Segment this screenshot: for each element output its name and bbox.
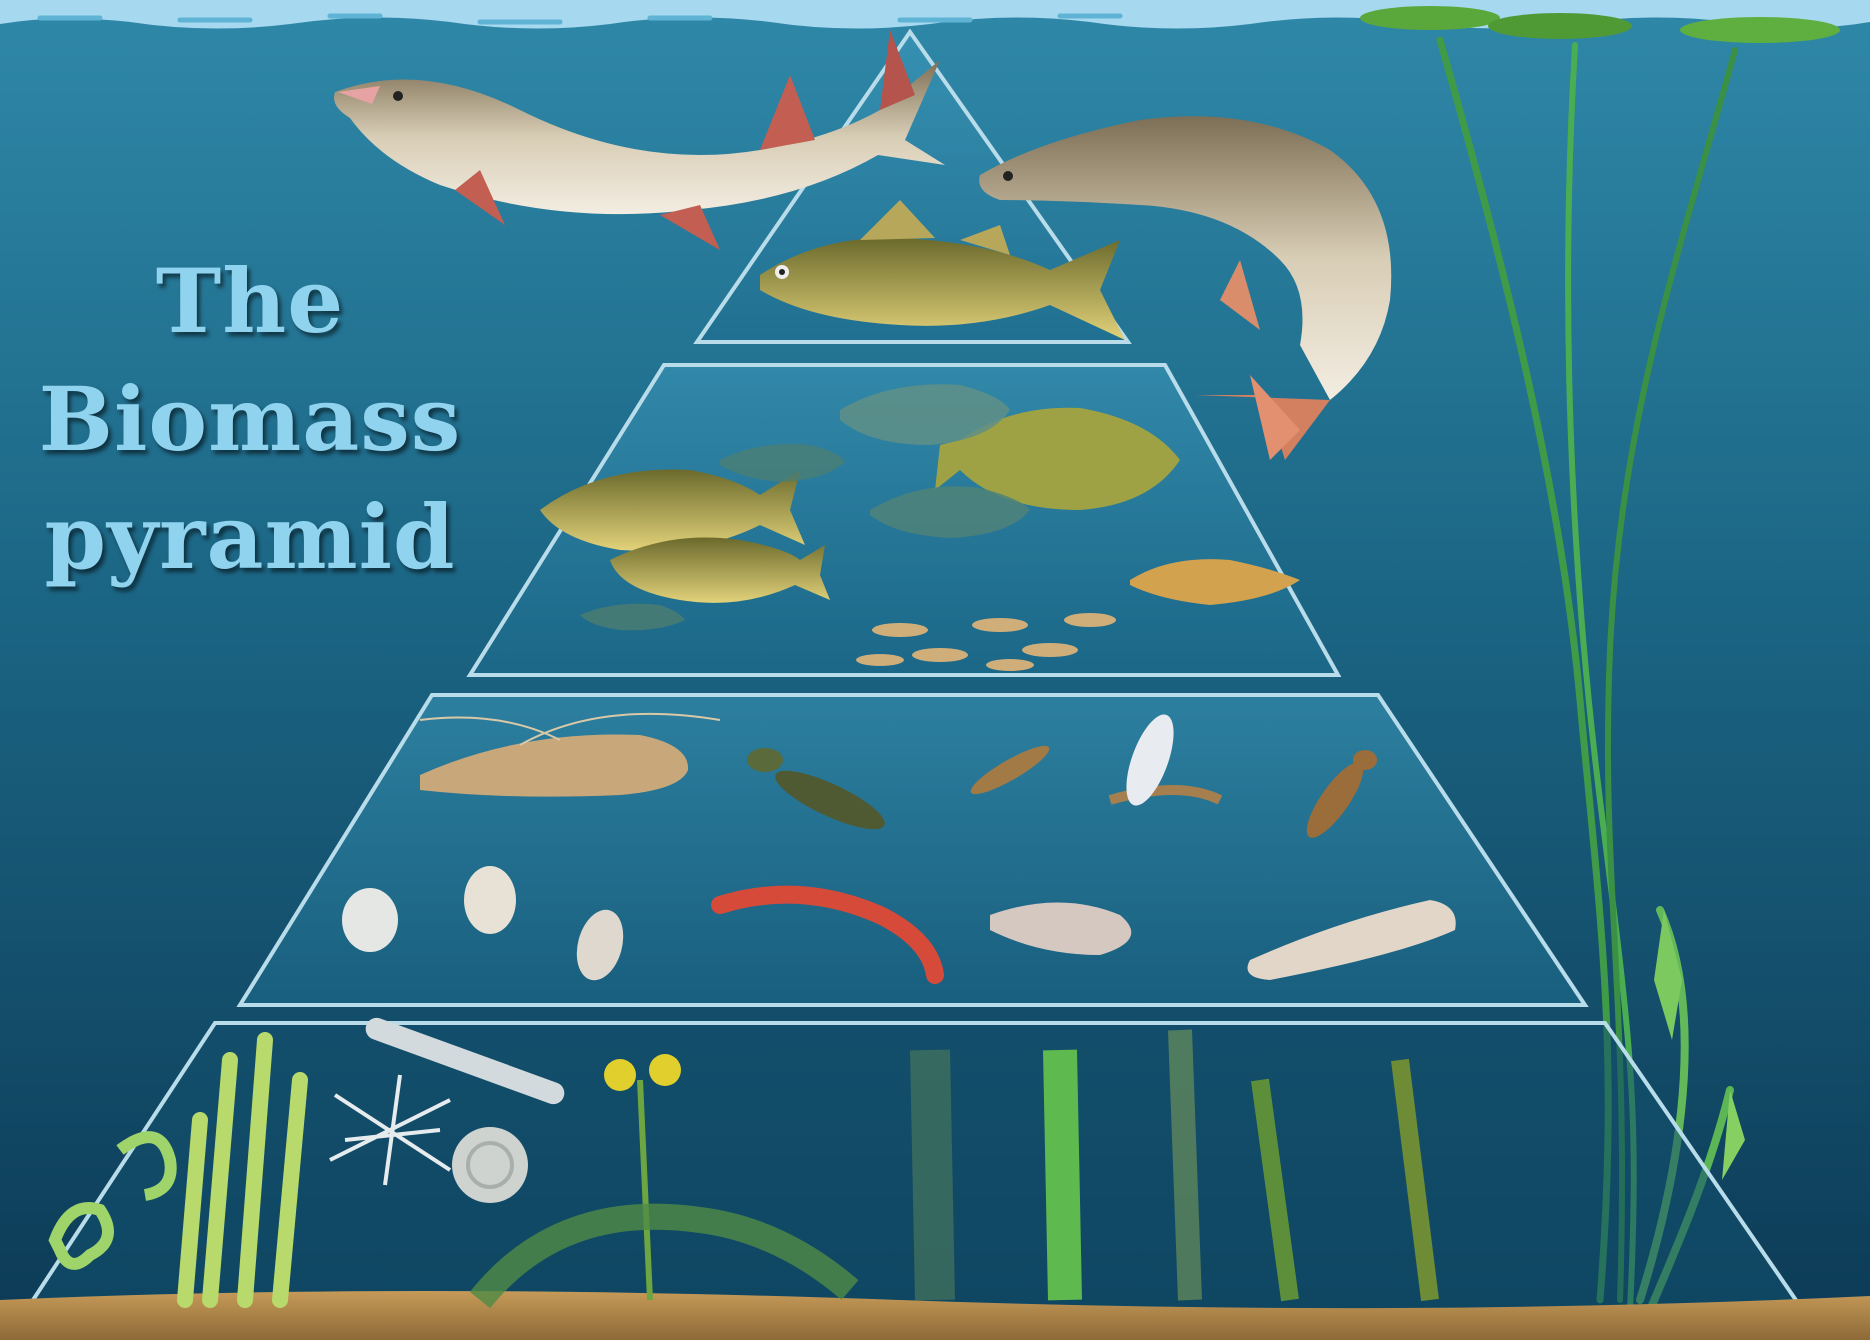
tier-invertebrates [240,695,1585,1005]
title-line-2: Biomass [10,360,490,478]
diagram-title: The Biomass pyramid [10,242,490,596]
title-line-1: The [10,242,490,360]
title-line-3: pyramid [10,478,490,596]
